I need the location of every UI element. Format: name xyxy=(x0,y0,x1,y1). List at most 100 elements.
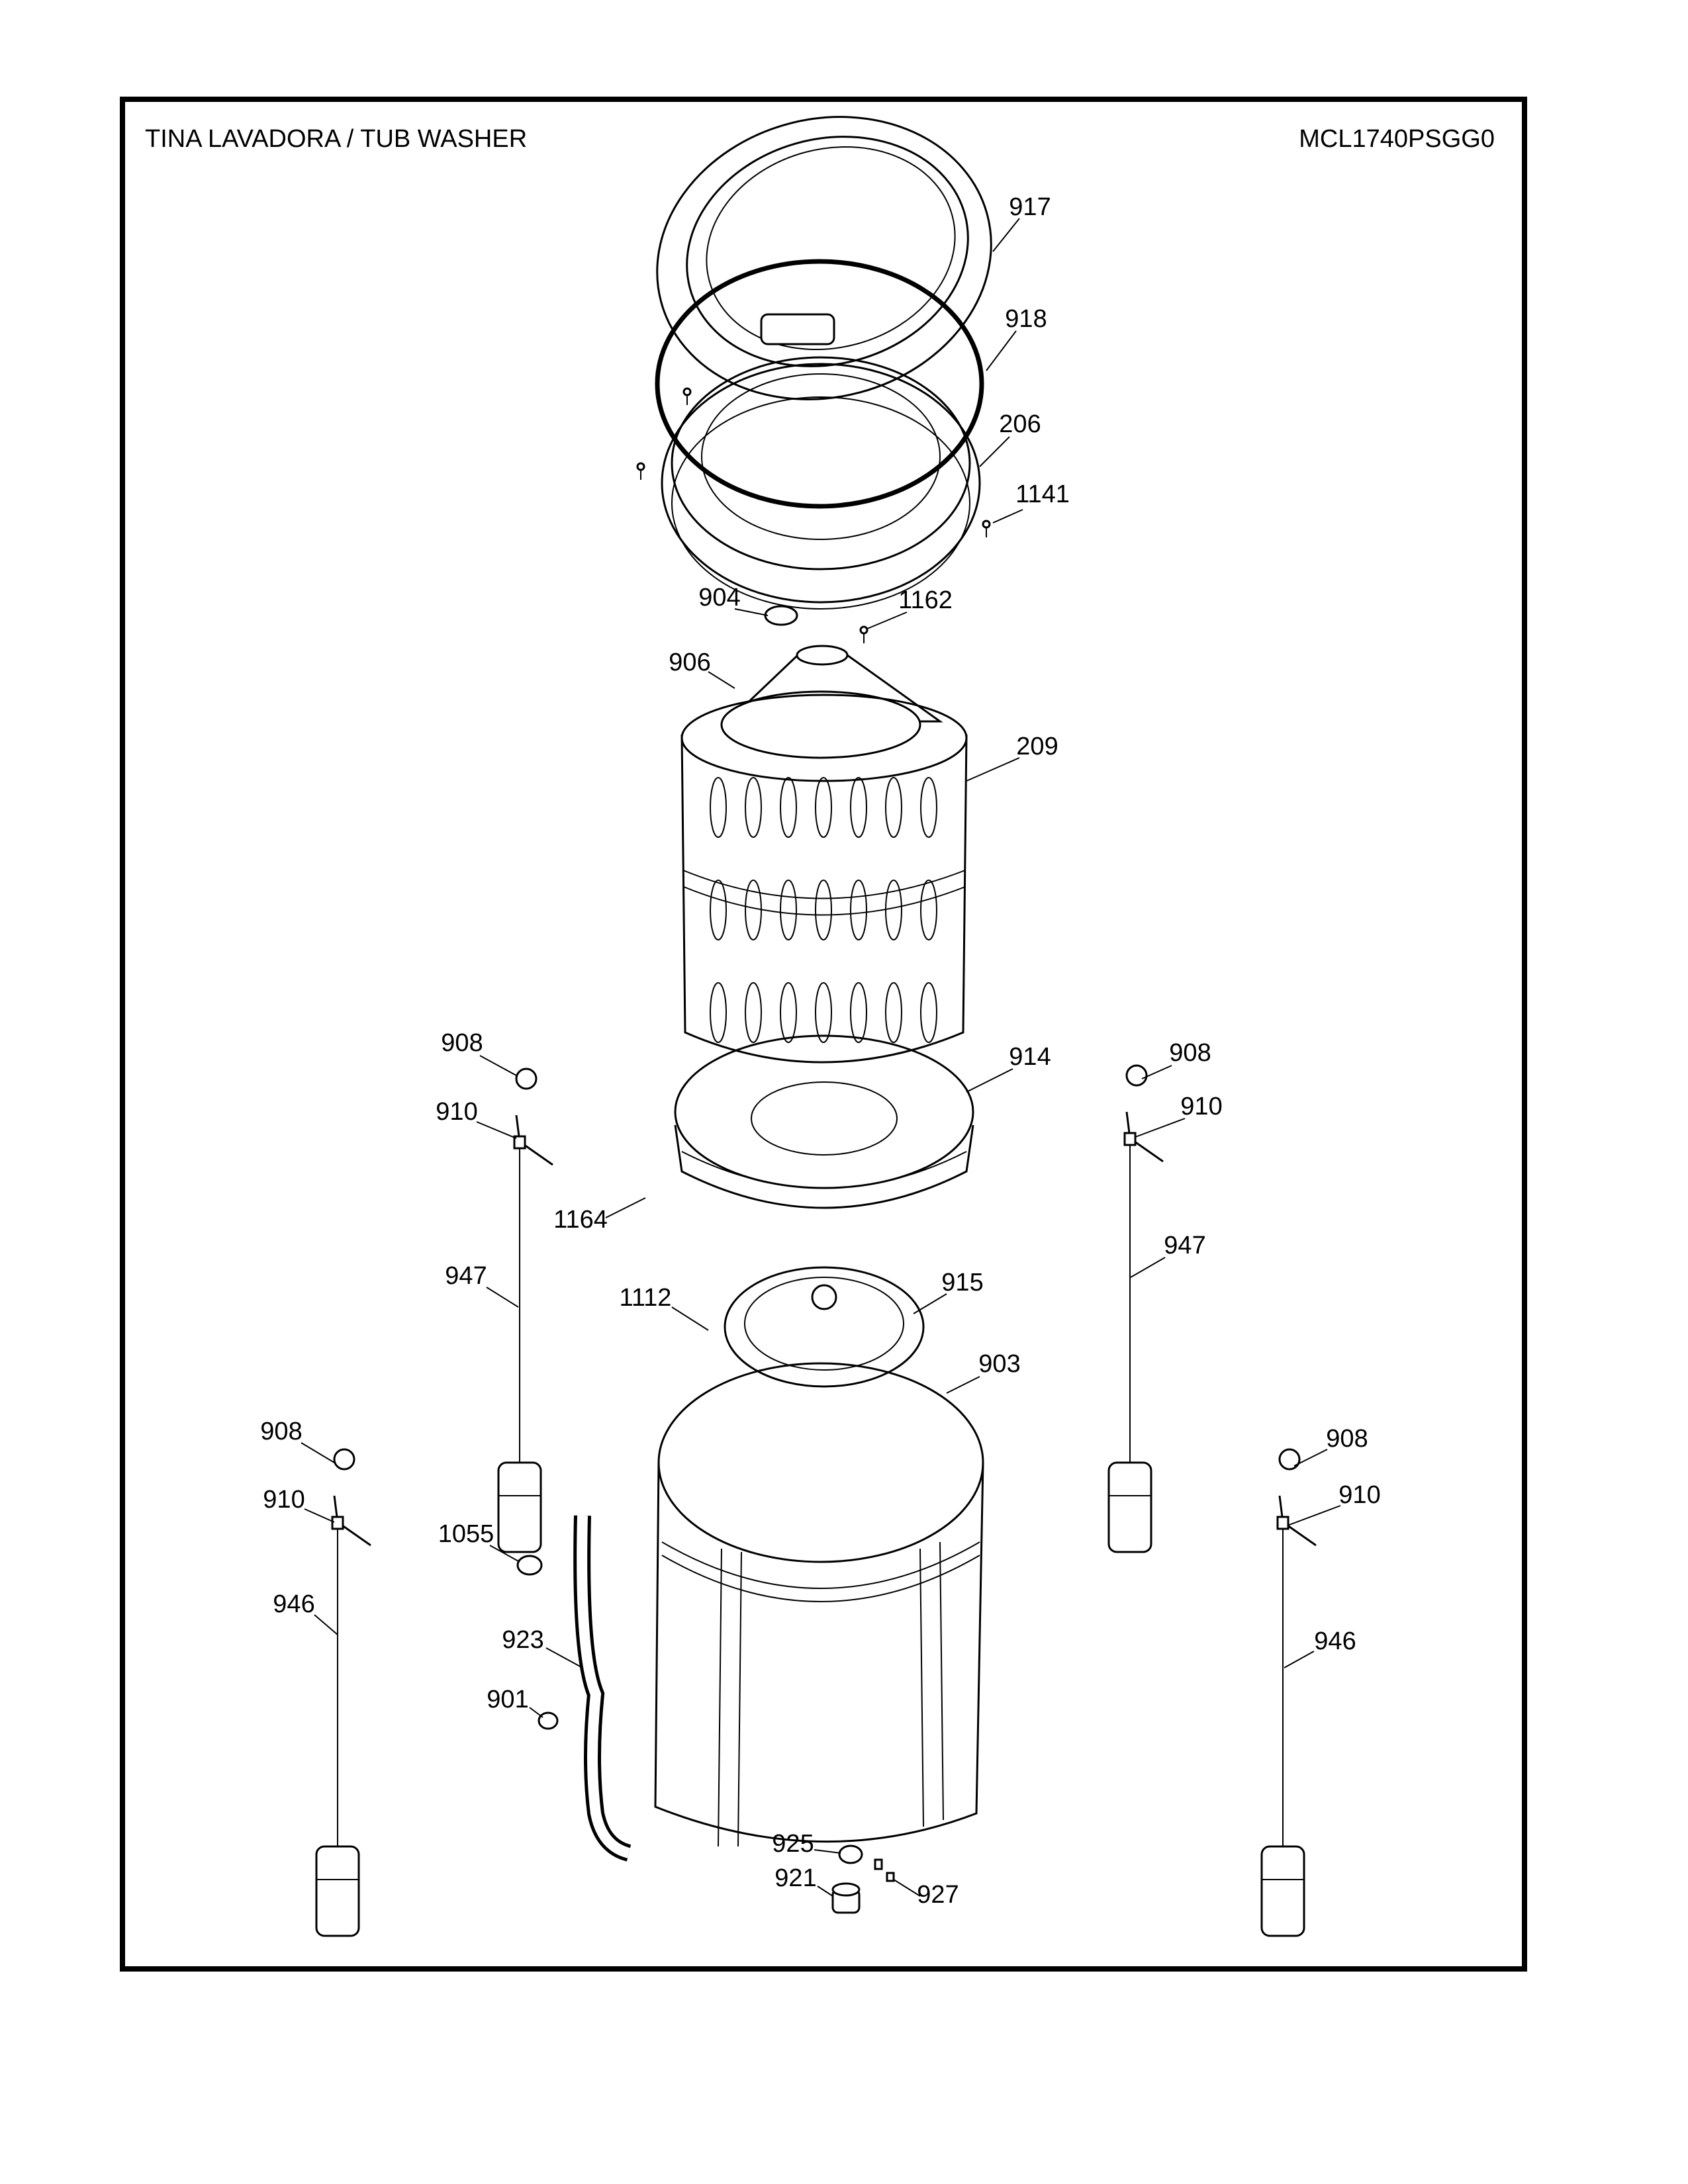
basket-perforation xyxy=(920,982,937,1043)
leader-line xyxy=(986,330,1017,371)
callout-clip-927: 927 xyxy=(917,1881,959,1909)
leader-line xyxy=(966,1068,1013,1093)
wash-basket-part xyxy=(680,694,968,1064)
callout-agitator-cap-904: 904 xyxy=(698,584,740,612)
hose-clamp-part xyxy=(516,1555,543,1576)
callout-suspension-cap-908: 908 xyxy=(1326,1425,1368,1453)
leader-line xyxy=(913,1293,947,1314)
leader-line xyxy=(817,1886,833,1897)
basket-perforation xyxy=(780,777,797,838)
basket-perforation xyxy=(815,982,832,1043)
leader-line xyxy=(893,1879,921,1897)
basket-perforation xyxy=(745,777,762,838)
tub-gasket-part xyxy=(655,259,984,509)
leader-line xyxy=(605,1197,646,1218)
leader-line xyxy=(708,671,735,689)
basket-perforation xyxy=(815,777,832,838)
callout-suspension-rod-947: 947 xyxy=(1164,1232,1205,1259)
leader-line xyxy=(1287,1505,1341,1526)
basket-perforation xyxy=(815,880,832,940)
basket-perforation xyxy=(850,880,867,940)
seal-part xyxy=(838,1844,863,1864)
callout-seal-925: 925 xyxy=(772,1830,814,1858)
agitator-cap-part xyxy=(764,605,798,626)
leader-line xyxy=(814,1849,841,1854)
diagram-frame xyxy=(120,97,1527,1972)
leader-line xyxy=(476,1121,517,1139)
leader-line xyxy=(979,436,1010,467)
suspension-rod-part xyxy=(315,1448,371,1937)
leader-line xyxy=(671,1306,709,1331)
model-number: MCL1740PSGG0 xyxy=(1299,125,1495,153)
basket-perforation xyxy=(745,982,762,1043)
callout-suspension-cap-908: 908 xyxy=(441,1029,483,1057)
basket-perforation xyxy=(885,880,902,940)
leader-line xyxy=(1141,1065,1172,1079)
leader-line xyxy=(946,1376,980,1394)
diagram-title: TINA LAVADORA / TUB WASHER xyxy=(145,125,527,153)
suspension-rod-part xyxy=(1260,1448,1317,1937)
leader-line xyxy=(486,1287,519,1308)
callout-fitting-1164: 1164 xyxy=(553,1206,608,1234)
callout-suspension-rod-946: 946 xyxy=(1314,1627,1356,1655)
basket-perforation xyxy=(710,880,727,940)
callout-suspension-arm-910: 910 xyxy=(436,1098,477,1126)
basket-perforation xyxy=(920,880,937,940)
basket-perforation xyxy=(710,982,727,1043)
leader-line xyxy=(1284,1651,1315,1668)
leader-line xyxy=(867,612,908,629)
bushing-part xyxy=(831,1882,861,1914)
callout-impeller-906: 906 xyxy=(669,649,710,676)
callout-bushing-921: 921 xyxy=(774,1864,816,1892)
callout-drive-mount-915: 915 xyxy=(941,1269,983,1297)
balance-ring-part xyxy=(661,356,981,610)
screw-icon xyxy=(682,387,692,405)
callout-screw-1141: 1141 xyxy=(1015,480,1070,508)
leader-line xyxy=(545,1647,583,1668)
callout-balance-ring-206: 206 xyxy=(999,410,1041,438)
leader-line xyxy=(1130,1257,1166,1278)
callout-drain-hose-923: 923 xyxy=(502,1626,543,1654)
leader-line xyxy=(529,1707,543,1718)
suspension-rod-part xyxy=(497,1068,553,1553)
leader-line xyxy=(314,1614,338,1635)
screw-icon xyxy=(982,520,991,537)
callout-outer-tub-903: 903 xyxy=(978,1350,1020,1378)
basket-perforation xyxy=(850,982,867,1043)
basket-perforation xyxy=(920,777,937,838)
hose-clamp-part xyxy=(538,1711,559,1730)
screw-icon xyxy=(636,462,645,480)
basket-perforation xyxy=(710,777,727,838)
callout-suspension-cap-908: 908 xyxy=(1169,1039,1211,1067)
basket-perforation xyxy=(885,982,902,1043)
basket-perforation xyxy=(780,880,797,940)
impeller-part xyxy=(720,645,943,759)
callout-suspension-arm-910: 910 xyxy=(1180,1093,1222,1120)
basket-perforation xyxy=(780,982,797,1043)
callout-suspension-rod-946: 946 xyxy=(273,1590,314,1618)
callout-suspension-cap-908: 908 xyxy=(260,1418,302,1445)
callout-screw-1162: 1162 xyxy=(898,586,953,614)
leader-line xyxy=(1293,1449,1328,1467)
basket-perforation xyxy=(885,777,902,838)
callout-suspension-rod-947: 947 xyxy=(445,1262,487,1290)
callout-suspension-arm-910: 910 xyxy=(1338,1481,1380,1509)
clip-part xyxy=(874,1858,883,1870)
leader-line xyxy=(734,608,769,616)
leader-line xyxy=(1135,1118,1186,1138)
basket-perforation xyxy=(850,777,867,838)
leader-line xyxy=(966,757,1020,782)
callout-hose-clamp-901: 901 xyxy=(487,1686,528,1713)
screw-icon xyxy=(859,625,868,643)
callout-suspension-arm-910: 910 xyxy=(263,1486,305,1514)
callout-wash-basket-209: 209 xyxy=(1016,733,1058,760)
clip-part xyxy=(886,1872,895,1882)
callout-tub-cover-917: 917 xyxy=(1009,193,1051,221)
leader-line xyxy=(489,1545,520,1563)
suspension-rod-part xyxy=(1107,1064,1164,1553)
leader-line xyxy=(992,218,1020,252)
leader-line xyxy=(992,509,1023,523)
basket-bottom-part xyxy=(674,1034,974,1209)
drive-mount-part xyxy=(724,1266,925,1388)
